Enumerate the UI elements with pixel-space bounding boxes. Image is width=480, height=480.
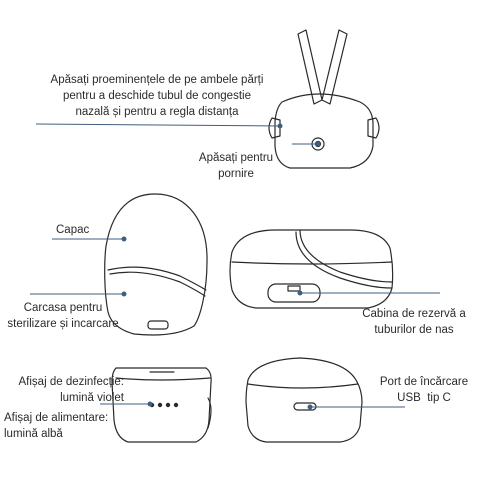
label-usb: Port de încărcare USB tip C <box>372 374 476 406</box>
label-lid: Capac <box>56 224 90 236</box>
horizontal-case-drawing <box>229 229 394 309</box>
callout-dot-case <box>121 291 127 297</box>
label-supply-line-1: Afișaj de alimentare: <box>4 412 109 424</box>
label-power: Apăsați pentru pornire <box>178 150 294 182</box>
sterilization-case-drawing <box>104 193 208 336</box>
label-spare: Cabina de rezervă a tuburilor de nas <box>356 306 472 338</box>
label-usb-line-2: USB tip C <box>397 392 451 404</box>
callout-dot-disinfect <box>147 401 153 407</box>
label-spare-line-1: Cabina de rezervă a <box>362 308 466 320</box>
label-press-sides-line-1: Apăsați proeminențele de pe ambele părți <box>50 74 264 86</box>
label-supply: Afișaj de alimentare: lumină albă <box>4 410 108 442</box>
label-press-sides-line-3: nazală și pentru a regla distanța <box>75 106 239 118</box>
label-press-sides: Apăsați proeminențele de pe ambele părți… <box>34 72 280 120</box>
callout-dot-press-sides <box>277 123 283 129</box>
indicator-base-drawing <box>111 367 212 443</box>
label-disinfect-line-2: lumină violet <box>60 392 124 404</box>
label-case: Carcasa pentru sterilizare și incarcare <box>4 300 122 332</box>
label-usb-line-1: Port de încărcare <box>379 376 469 388</box>
callout-line-press-sides <box>35 123 281 127</box>
label-power-line-2: pornire <box>218 168 254 180</box>
label-case-line-1: Carcasa pentru <box>23 302 103 314</box>
nasal-device-drawing <box>268 29 380 169</box>
label-spare-line-2: tuburilor de nas <box>374 324 454 336</box>
label-disinfect: Afișaj de dezinfecție: lumină violet <box>0 374 124 406</box>
callout-dot-usb <box>307 404 313 410</box>
label-supply-line-2: lumină albă <box>4 428 63 440</box>
label-disinfect-line-1: Afișaj de dezinfecție: <box>18 376 124 388</box>
label-power-line-1: Apăsați pentru <box>198 152 274 164</box>
callout-dot-spare <box>297 290 303 296</box>
usb-base-drawing <box>245 357 363 443</box>
label-case-line-2: sterilizare și incarcare <box>7 318 119 330</box>
callout-dot-power <box>315 141 321 147</box>
callout-dot-lid <box>121 236 127 242</box>
label-press-sides-line-2: pentru a deschide tubul de congestie <box>63 90 251 102</box>
